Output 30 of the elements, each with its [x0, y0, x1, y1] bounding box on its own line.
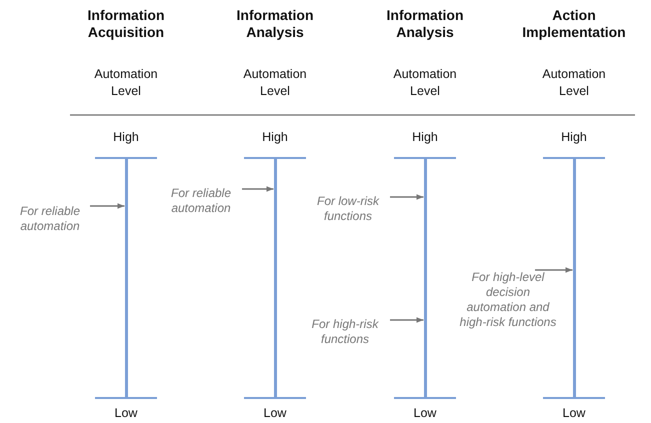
- scale-label: High: [261, 130, 289, 144]
- arrow: [535, 267, 572, 273]
- scale-bar: [124, 158, 128, 398]
- scale-label: Low: [412, 406, 438, 420]
- axis-title: Automation Level: [242, 66, 308, 100]
- column-heading: Information Acquisition: [86, 7, 166, 41]
- column-heading: Action Implementation: [521, 7, 627, 41]
- scale-label: High: [112, 130, 140, 144]
- annotation-text: For high-level decision automation and high-risk functions: [456, 270, 560, 352]
- column-heading: Information Analysis: [386, 7, 464, 41]
- column-heading: Information Analysis: [236, 7, 314, 41]
- arrow: [90, 203, 124, 209]
- annotation-text: For reliable automation: [160, 186, 242, 218]
- annotation-text: For high-risk functions: [300, 317, 390, 349]
- arrow: [390, 194, 424, 200]
- scale-bar: [274, 158, 276, 398]
- annotation-text: For reliable automation: [10, 204, 90, 236]
- scale-label: High: [560, 130, 588, 144]
- axis-title: Automation Level: [93, 66, 159, 100]
- axis-title: Automation Level: [541, 66, 607, 100]
- scale-label: Low: [114, 406, 138, 420]
- axis-title: Automation Level: [392, 66, 458, 100]
- scale-bar: [424, 158, 426, 398]
- arrow: [390, 317, 424, 323]
- annotation-text: For low-risk functions: [306, 194, 390, 226]
- scale-bar: [572, 158, 576, 398]
- arrow: [242, 186, 274, 192]
- scale-label: High: [411, 130, 439, 144]
- scale-label: Low: [562, 406, 586, 420]
- scale-label: Low: [262, 406, 288, 420]
